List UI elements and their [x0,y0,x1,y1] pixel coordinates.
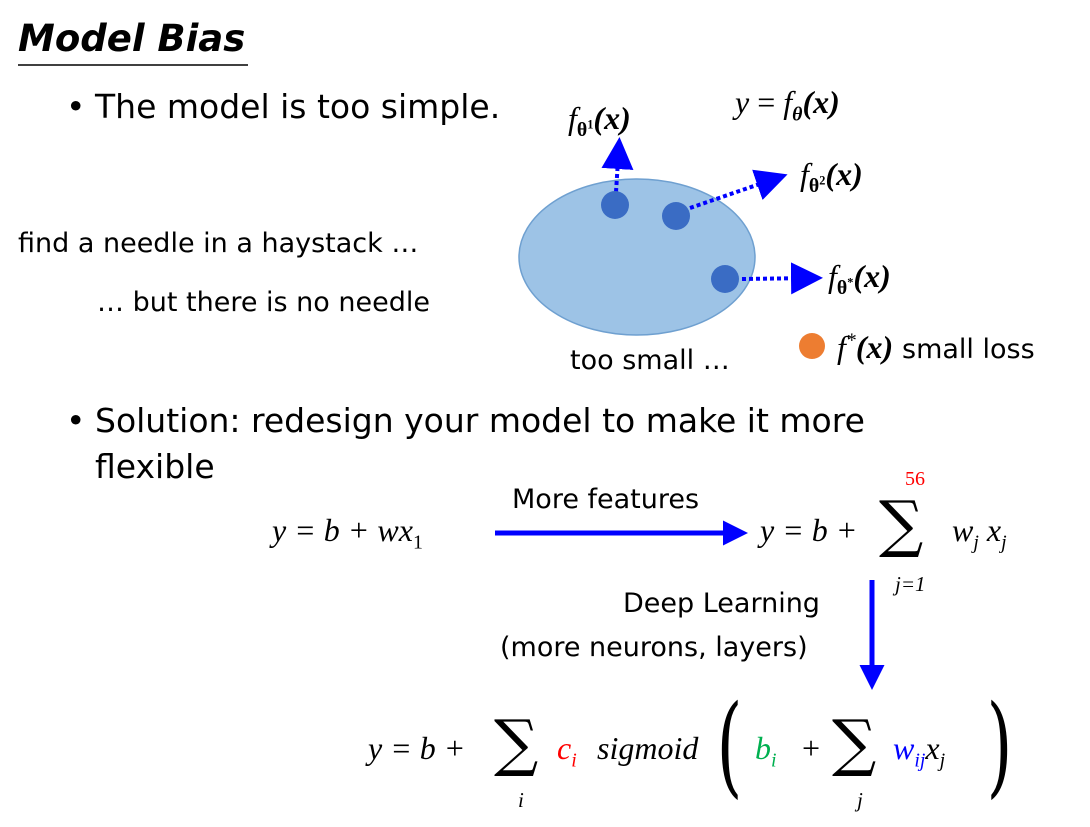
f-theta2-label: fθ2(x) [800,156,863,198]
sum-i-lower: i [518,788,524,812]
deep-learning-label: Deep Learning [623,588,820,619]
optimal-point [799,333,825,359]
sum-icon: ∑ [879,487,924,560]
c-i-term: ci [557,730,577,772]
model-set-ellipse [518,178,756,336]
bullet-text-cont: flexible [95,447,215,486]
linear-formula: y = b + wx1 [272,512,423,554]
features-formula-lhs: y = b + [760,512,858,548]
page-title: Model Bias [18,17,246,60]
f-theta-star-label: fθ*(x) [828,258,891,300]
features-formula-terms: wj xj [952,512,1007,554]
point-theta-star [711,265,739,293]
arrow-f1 [601,137,634,193]
sum-upper-limit: 56 [905,468,925,490]
sigmoid-term: sigmoid [597,730,699,766]
haystack-line2: … but there is no needle [97,287,430,318]
bullet-icon: • [66,87,86,126]
arrow-fstar [741,262,823,295]
point-theta2 [662,202,690,230]
arrow-f2 [689,169,788,210]
sum-j-lower: j [857,788,863,812]
haystack-line1: find a needle in a haystack … [18,228,419,259]
more-features-label: More features [512,484,700,515]
sum-i-icon: ∑ [494,706,539,779]
right-paren: ) [986,681,1013,809]
model-equation: y = fθ(x) [735,84,840,126]
bullet-text: The model is too simple. [95,87,501,126]
bullet-icon: • [66,401,86,440]
left-paren: ( [716,681,743,809]
f-theta1-label: fθ1(x) [568,100,631,142]
optimal-label: f*(x) small loss [837,329,1035,365]
too-small-label: too small … [570,345,730,376]
w-x-term: wijxj [893,730,946,772]
deep-formula-lhs: y = b + [368,730,466,766]
sum-j-icon: ∑ [832,706,877,779]
point-theta1 [601,191,629,219]
deep-learning-sublabel: (more neurons, layers) [500,632,808,663]
sum-lower-limit: j=1 [895,572,926,596]
plus-sign: + [802,730,821,766]
b-i-term: bi [755,730,777,772]
bullet-text: Solution: redesign your model to make it… [95,401,865,440]
